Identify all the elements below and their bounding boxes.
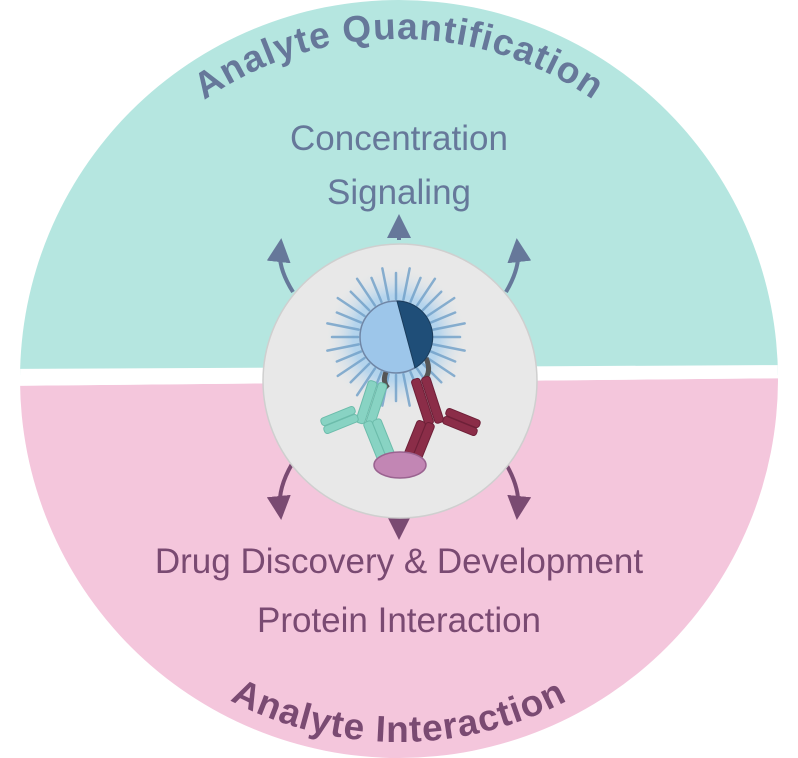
signal-ray bbox=[355, 277, 377, 307]
signal-ray bbox=[421, 362, 443, 384]
arrow-down-right-icon bbox=[504, 462, 532, 520]
top-item-concentration: Concentration bbox=[290, 119, 508, 158]
signal-ray bbox=[426, 356, 456, 378]
upward-arrows bbox=[266, 214, 532, 294]
signal-ray bbox=[432, 322, 466, 331]
arrow-down-left-icon bbox=[266, 462, 294, 520]
signal-ray bbox=[336, 296, 366, 318]
signal-ray bbox=[355, 367, 377, 397]
signal-ray bbox=[349, 362, 371, 384]
capture-antibody-icon bbox=[320, 380, 395, 461]
signal-ray bbox=[402, 373, 411, 407]
target-protein-icon bbox=[373, 451, 427, 479]
bottom-half bbox=[20, 378, 778, 758]
signal-ray bbox=[429, 350, 457, 363]
analyte-dark-half bbox=[396, 300, 434, 369]
signal-ray bbox=[336, 356, 366, 378]
signal-ray bbox=[381, 267, 390, 301]
top-item-signaling: Signaling bbox=[327, 173, 471, 212]
signal-ray bbox=[426, 296, 456, 318]
signal-ray bbox=[432, 343, 466, 352]
signal-ray bbox=[335, 311, 363, 324]
bottom-item-drug-discovery: Drug Discovery & Development bbox=[155, 542, 644, 581]
signal-ray bbox=[335, 350, 363, 363]
signal-ray bbox=[370, 276, 383, 304]
signal-ray bbox=[349, 290, 371, 312]
signal-ray bbox=[402, 267, 411, 301]
signal-ray bbox=[429, 311, 457, 324]
arrow-up-left-icon bbox=[266, 238, 295, 294]
signal-ray bbox=[415, 277, 437, 307]
signal-ray bbox=[326, 343, 360, 352]
arrow-up-right-icon bbox=[504, 238, 532, 294]
signal-ray bbox=[409, 276, 422, 304]
bottom-item-protein-interaction: Protein Interaction bbox=[257, 601, 541, 640]
signal-ray bbox=[421, 290, 443, 312]
signal-rays bbox=[326, 267, 466, 407]
signal-ray bbox=[326, 322, 360, 331]
